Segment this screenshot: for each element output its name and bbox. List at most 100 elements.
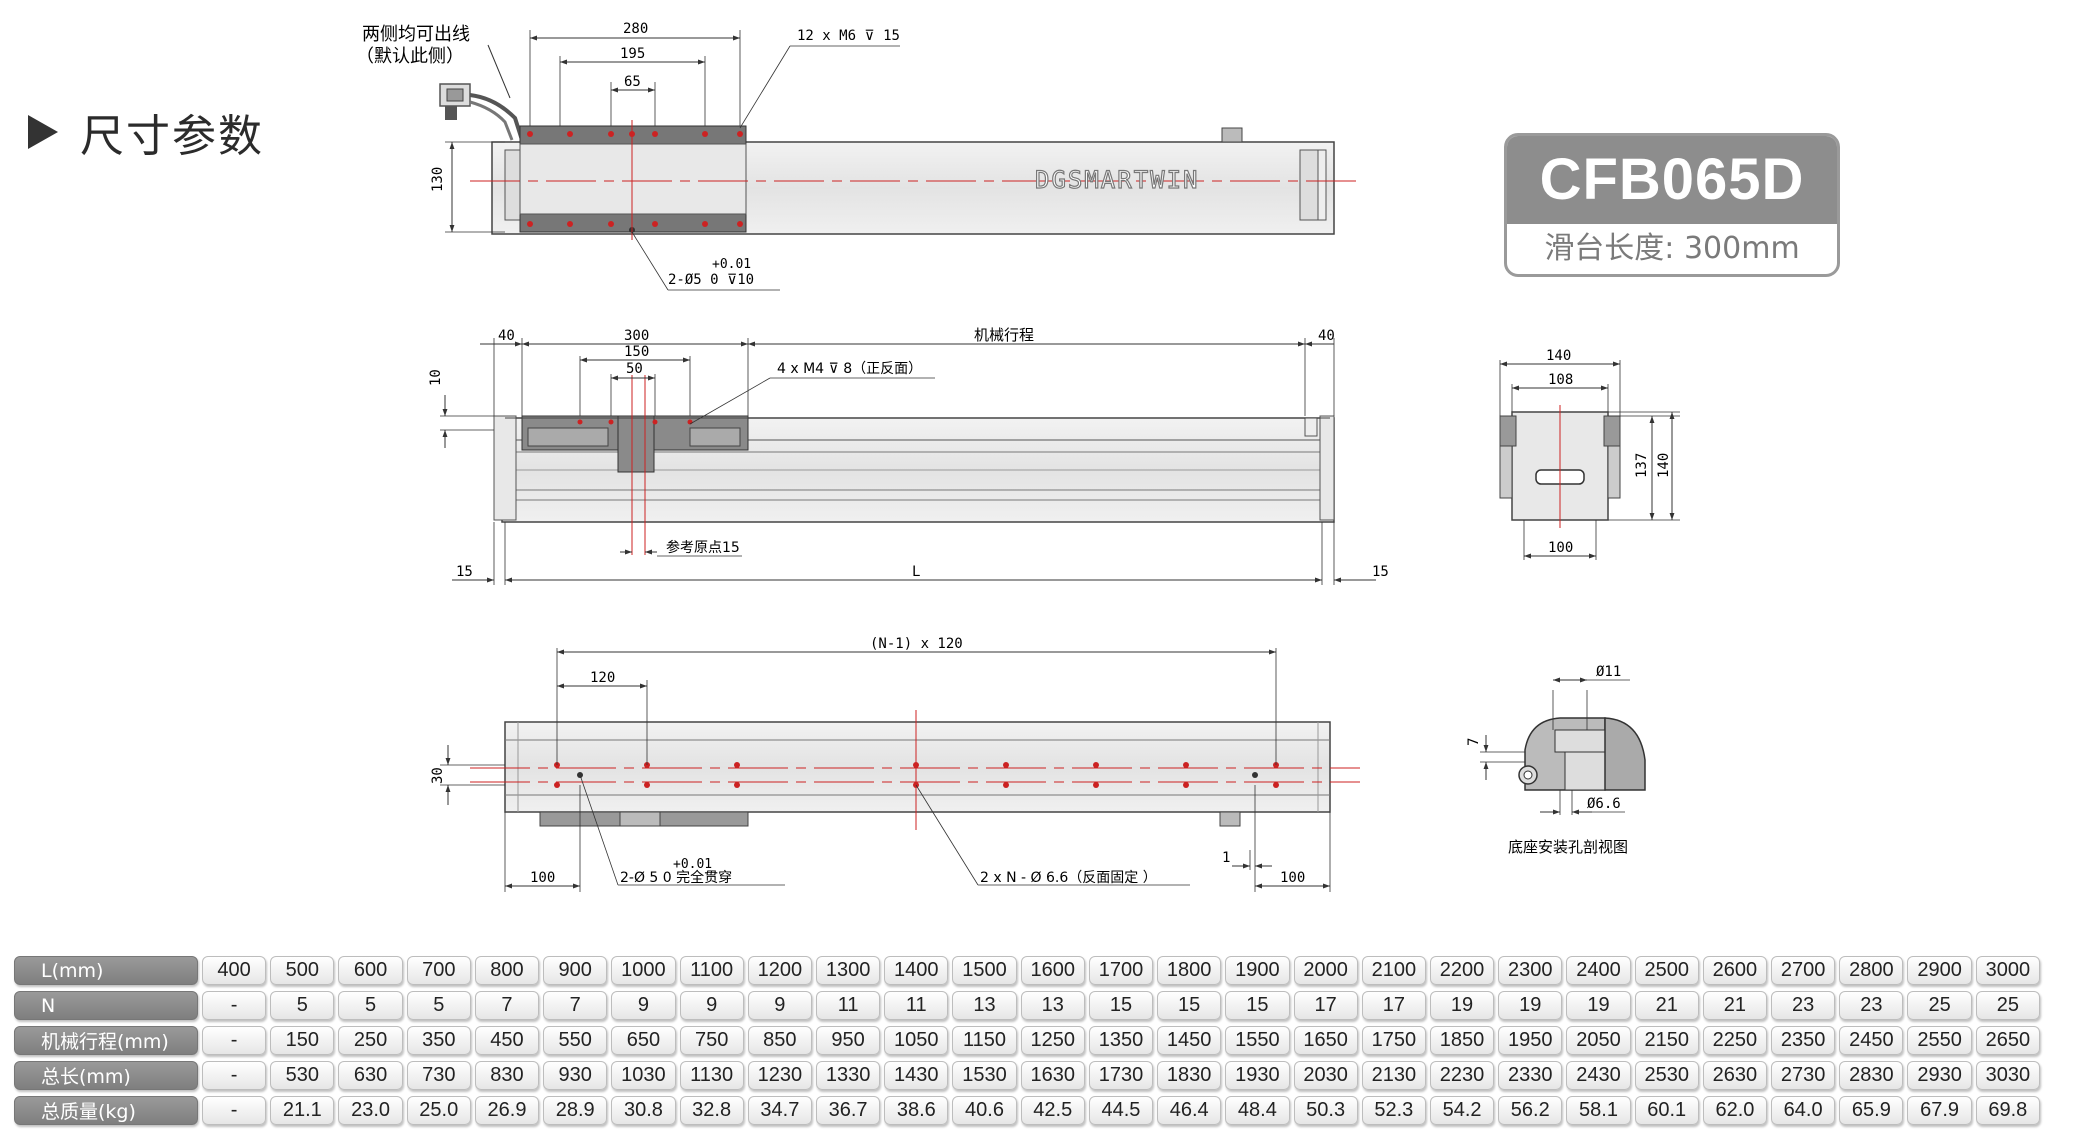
table-cell: 67.9 xyxy=(1907,1096,1972,1125)
table-cell: 2250 xyxy=(1702,1026,1768,1055)
table-cell: 800 xyxy=(474,956,540,985)
row-header: N xyxy=(14,991,198,1020)
row-header: 总长(mm) xyxy=(14,1061,198,1090)
model-badge: CFB065D 滑台长度: 300mm xyxy=(1504,133,1840,277)
table-cell: 21 xyxy=(1634,991,1699,1020)
dim-15-left: 15 xyxy=(456,564,473,580)
dim-1: 1 xyxy=(1222,850,1230,866)
table-cell: 64.0 xyxy=(1771,1096,1836,1125)
dim-15-right: 15 xyxy=(1372,564,1389,580)
table-cell: 1300 xyxy=(815,956,881,985)
table-cell: 1100 xyxy=(679,956,744,985)
table-cell: 2730 xyxy=(1771,1061,1836,1090)
end-dim-140-width: 140 xyxy=(1546,348,1571,364)
dim-300: 300 xyxy=(624,328,649,344)
table-cell: 1550 xyxy=(1225,1026,1290,1055)
table-cell: 58.1 xyxy=(1566,1096,1631,1125)
table-cell: - xyxy=(202,1026,267,1055)
table-cell: 700 xyxy=(406,956,471,985)
table-cell: 36.7 xyxy=(815,1096,881,1125)
table-cell: 2400 xyxy=(1566,956,1631,985)
table-cell: 13 xyxy=(1020,991,1085,1020)
table-cell: 21 xyxy=(1702,991,1768,1020)
table-cell: 850 xyxy=(747,1026,812,1055)
table-cell: 65.9 xyxy=(1839,1096,1904,1125)
dim-10: 10 xyxy=(428,369,444,386)
table-cell: 930 xyxy=(543,1061,608,1090)
table-cell: 350 xyxy=(406,1026,471,1055)
table-cell: 3000 xyxy=(1975,956,2040,985)
table-cell: 2200 xyxy=(1429,956,1495,985)
table-cell: 630 xyxy=(338,1061,403,1090)
table-cell: 1200 xyxy=(747,956,812,985)
end-dim-100: 100 xyxy=(1548,540,1573,556)
table-cell: 30.8 xyxy=(611,1096,676,1125)
cable-connector xyxy=(439,44,524,141)
section-dim-7: 7 xyxy=(1466,738,1482,746)
table-cell: 1150 xyxy=(952,1026,1017,1055)
table-cell: 25.0 xyxy=(406,1096,471,1125)
pin-note: 2-Ø5 0 ⊽10 xyxy=(668,272,754,288)
table-cell: 2430 xyxy=(1566,1061,1631,1090)
dim-50: 50 xyxy=(626,361,643,377)
origin-note: 参考原点15 xyxy=(666,539,740,556)
table-cell: 500 xyxy=(270,956,335,985)
table-cell: 1830 xyxy=(1157,1061,1222,1090)
dim-150: 150 xyxy=(624,344,649,360)
table-cell: 40.6 xyxy=(952,1096,1017,1125)
table-cell: 52.3 xyxy=(1361,1096,1426,1125)
dim-195: 195 xyxy=(620,46,645,62)
section-caption: 底座安装孔剖视图 xyxy=(1508,838,1628,856)
table-cell: 1050 xyxy=(884,1026,949,1055)
end-view: 140 108 137 140 100 xyxy=(1499,348,1680,560)
section-dia-6-6: Ø6.6 xyxy=(1587,796,1621,812)
table-cell: 23 xyxy=(1771,991,1836,1020)
table-cell: 56.2 xyxy=(1498,1096,1563,1125)
table-cell: 69.8 xyxy=(1975,1096,2040,1125)
table-cell: 1850 xyxy=(1429,1026,1495,1055)
table-cell: 2600 xyxy=(1702,956,1768,985)
table-cell: 2530 xyxy=(1634,1061,1699,1090)
table-cell: 34.7 xyxy=(747,1096,812,1125)
section-view: Ø11 7 Ø6.6 底座安装孔剖视图 xyxy=(1466,664,1646,856)
section-title: 尺寸参数 xyxy=(80,111,264,162)
pin-tolerance: +0.01 xyxy=(712,257,751,272)
table-cell: 2700 xyxy=(1771,956,1836,985)
row-header: L(mm) xyxy=(14,956,198,985)
table-cell: 2130 xyxy=(1361,1061,1426,1090)
dim-120: 120 xyxy=(590,670,615,686)
table-cell: 1530 xyxy=(952,1061,1017,1090)
table-cell: 2000 xyxy=(1293,956,1358,985)
dim-100-left: 100 xyxy=(530,870,555,886)
table-cell: 54.2 xyxy=(1429,1096,1495,1125)
table-cell: 2150 xyxy=(1634,1026,1699,1055)
table-cell: 2930 xyxy=(1907,1061,1972,1090)
table-cell: 530 xyxy=(270,1061,335,1090)
table-cell: 15 xyxy=(1088,991,1154,1020)
bottom-view: (N-1) x 120 120 30 100 100 1 +0.01 2-Ø 5… xyxy=(430,636,1360,892)
table-cell: 19 xyxy=(1566,991,1631,1020)
table-cell: 23 xyxy=(1839,991,1904,1020)
table-cell: 9 xyxy=(611,991,676,1020)
table-cell: 1430 xyxy=(884,1061,949,1090)
section-dia-11: Ø11 xyxy=(1596,664,1621,680)
table-cell: 2350 xyxy=(1771,1026,1836,1055)
table-cell: 17 xyxy=(1361,991,1426,1020)
table-cell: 1500 xyxy=(952,956,1017,985)
cable-note-1: 两侧均可出线 xyxy=(362,24,470,45)
table-cell: 5 xyxy=(338,991,403,1020)
table-cell: 1000 xyxy=(611,956,676,985)
table-cell: 3030 xyxy=(1975,1061,2040,1090)
technical-drawing: 两侧均可出线 （默认此侧） DGSMARTWIN 280 195 xyxy=(356,21,1680,892)
dim-65: 65 xyxy=(624,74,641,90)
bottom-pin-tolerance: +0.01 xyxy=(673,857,712,872)
mounting-hole-note: 2 x N - Ø 6.6（反面固定 ） xyxy=(980,870,1157,886)
section-heading: 尺寸参数 xyxy=(28,100,264,164)
bottom-pin-note: 2-Ø 5 0 完全贯穿 xyxy=(620,869,732,886)
table-cell: 1330 xyxy=(815,1061,881,1090)
table-cell: 950 xyxy=(815,1026,881,1055)
table-cell: 44.5 xyxy=(1088,1096,1154,1125)
table-cell: 1230 xyxy=(747,1061,812,1090)
